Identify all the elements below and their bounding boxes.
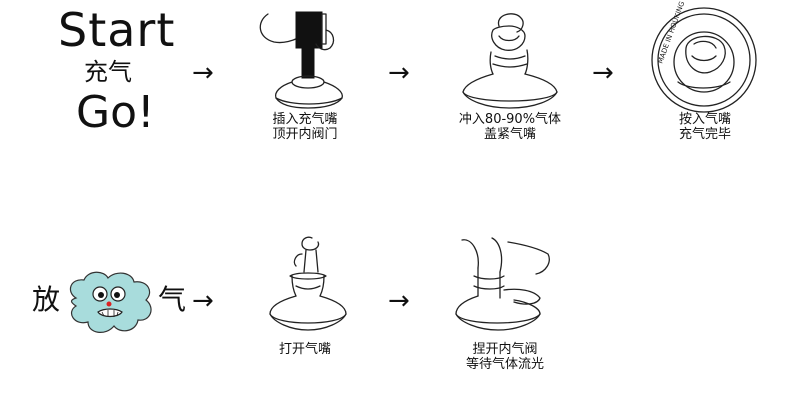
step3-caption: 按入气嘴 充气完毕 [650, 112, 760, 142]
step5-caption: 捏开内气阀 等待气体流光 [440, 342, 570, 372]
step4-line1: 打开气嘴 [278, 342, 331, 357]
step1-line2: 顶开内阀门 [272, 127, 338, 142]
insert-pump-illustration [259, 11, 343, 109]
deflate-right-char: 气 [158, 283, 187, 316]
deflate-left-char: 放 [32, 283, 61, 316]
arrow-1: → [192, 58, 214, 88]
arrow-2: → [388, 58, 410, 88]
charge-title: 充气 [84, 58, 132, 86]
step3-line1: 按入气嘴 [678, 112, 731, 127]
arrow-5: → [388, 286, 410, 316]
step4-caption: 打开气嘴 [250, 342, 360, 357]
step1-caption: 插入充气嘴 顶开内阀门 [245, 112, 365, 142]
stamp-text: MADE IN HOUKING [656, 0, 686, 64]
step5-line2: 等待气体流光 [465, 357, 544, 372]
step2-caption: 冲入80-90%气体 盖紧气嘴 [440, 112, 580, 142]
valve-top-view-illustration: MADE IN HOUKING [651, 0, 757, 113]
step2-line1: 冲入80-90%气体 [458, 112, 562, 127]
step3-line2: 充气完毕 [678, 127, 731, 142]
step1-line1: 插入充气嘴 [272, 112, 338, 127]
start-title: Start [58, 3, 176, 57]
go-title: Go! [76, 87, 155, 138]
arrow-4: → [192, 286, 214, 316]
step2-line2: 盖紧气嘴 [483, 127, 536, 142]
arrow-3: → [592, 58, 614, 88]
cloud-face-icon [69, 271, 152, 333]
cap-valve-illustration [462, 13, 558, 109]
pinch-valve-illustration [455, 237, 550, 331]
open-valve-illustration [269, 236, 347, 331]
step5-line1: 捏开内气阀 [472, 342, 538, 357]
